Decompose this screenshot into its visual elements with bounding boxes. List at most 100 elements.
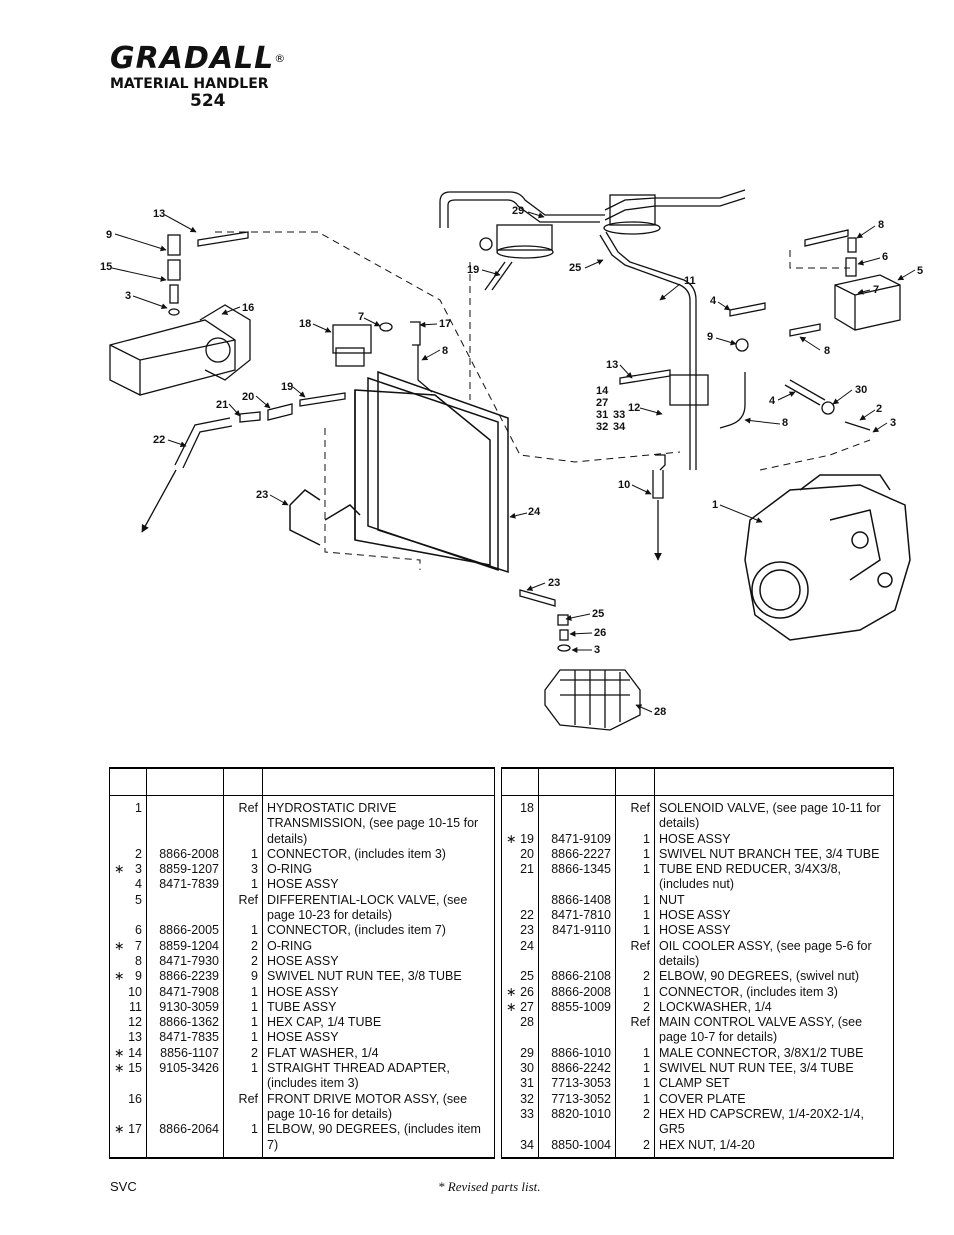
callout-13: 13: [153, 208, 165, 220]
item-number-text: 34: [520, 1137, 534, 1152]
item-number: 1: [109, 795, 147, 847]
item-number-text: 24: [520, 938, 534, 953]
part-number: [538, 1015, 616, 1046]
callout-31: 31: [596, 409, 608, 421]
col-header-part: [538, 767, 616, 796]
description: SWIVEL NUT BRANCH TEE, 3/4 TUBE: [654, 846, 894, 863]
part-number: 8866-1345: [538, 862, 616, 893]
item-number-text: 3: [135, 862, 142, 877]
part-number: 8866-2008: [538, 984, 616, 1000]
item-number-text: 33: [520, 1106, 534, 1121]
part-number: 8856-1107: [146, 1045, 224, 1062]
item-number: 18: [501, 795, 539, 832]
table-header-row: [109, 767, 495, 796]
callout-12: 12: [628, 402, 640, 414]
main-control-valve: [544, 669, 641, 731]
item-number-text: 11: [129, 999, 142, 1014]
part-number: 8820-1010: [538, 1106, 616, 1138]
callout-22: 22: [153, 434, 165, 446]
callout-32: 32: [596, 421, 608, 433]
revised-marker: ∗: [506, 831, 517, 846]
description: DIFFERENTIAL-LOCK VALVE, (see page 10-23…: [262, 892, 495, 924]
revised-marker: ∗: [114, 969, 125, 984]
description: HEX CAP, 1/4 TUBE: [262, 1015, 495, 1031]
description: SOLENOID VALVE, (see page 10-11 for deta…: [654, 795, 894, 832]
exploded-parts-diagram: 13 9 15 3 16 18 7 17 8 19 20 21 22 23 24…: [100, 189, 923, 731]
description: FRONT DRIVE MOTOR ASSY, (see page 10-16 …: [262, 1091, 495, 1123]
part-number: 8866-2108: [538, 969, 616, 985]
part-number: 7713-3053: [538, 1076, 616, 1092]
item-number-text: 6: [135, 923, 142, 938]
callout-8: 8: [824, 345, 830, 357]
part-number: 8471-7908: [146, 984, 224, 1000]
brand-name: GRADALL®: [110, 41, 287, 76]
part-number: 8471-9109: [538, 831, 616, 847]
callout-4: 4: [710, 295, 717, 307]
item-number: 23: [501, 923, 539, 939]
description: SWIVEL NUT RUN TEE, 3/4 TUBE: [654, 1061, 894, 1077]
quantity: 1: [615, 892, 655, 909]
item-number-text: 12: [128, 1015, 142, 1030]
description: O-RING: [262, 938, 495, 954]
item-number: 29: [501, 1045, 539, 1062]
description: MAIN CONTROL VALVE ASSY, (see page 10-7 …: [654, 1015, 894, 1046]
quantity: 1: [223, 1122, 263, 1159]
hydrostatic-pump: [744, 474, 911, 641]
item-number: 20: [501, 846, 539, 863]
callout-6: 6: [882, 251, 888, 263]
item-number-text: 22: [520, 908, 534, 923]
revised-marker: ∗: [506, 999, 517, 1014]
description: MALE CONNECTOR, 3/8X1/2 TUBE: [654, 1045, 894, 1062]
item-number-text: 18: [520, 801, 534, 815]
item-number-text: 2: [135, 846, 142, 861]
revised-marker: ∗: [114, 1122, 125, 1137]
item-number-text: 31: [520, 1076, 534, 1091]
quantity: 1: [615, 984, 655, 1000]
callout-25: 25: [569, 262, 581, 274]
quantity: 2: [223, 953, 263, 970]
part-number: [146, 795, 224, 847]
part-number: 8471-7835: [146, 1030, 224, 1046]
description: HOSE ASSY: [262, 1030, 495, 1046]
quantity: 1: [223, 1061, 263, 1092]
item-number: ∗19: [501, 831, 539, 847]
part-number: 8866-2227: [538, 846, 616, 863]
revised-marker: ∗: [114, 1061, 125, 1076]
callout-13: 13: [606, 359, 618, 371]
col-header-item: [109, 767, 147, 796]
callout-9: 9: [707, 331, 713, 343]
part-number: [538, 795, 616, 832]
callout-3: 3: [890, 417, 896, 429]
description: NUT: [654, 892, 894, 909]
callout-25: 25: [592, 608, 604, 620]
quantity: 1: [223, 1030, 263, 1046]
callout-19: 19: [467, 264, 479, 276]
item-number: 11: [109, 999, 147, 1016]
item-number: 33: [501, 1106, 539, 1138]
gradall-logo: GRADALL® MATERIAL HANDLER 524: [110, 41, 287, 111]
part-number: 8866-1010: [538, 1045, 616, 1062]
item-number: 13: [109, 1030, 147, 1046]
item-number: 6: [109, 923, 147, 939]
item-number: 21: [501, 862, 539, 893]
item-number-text: 15: [128, 1061, 142, 1076]
description: FLAT WASHER, 1/4: [262, 1045, 495, 1062]
